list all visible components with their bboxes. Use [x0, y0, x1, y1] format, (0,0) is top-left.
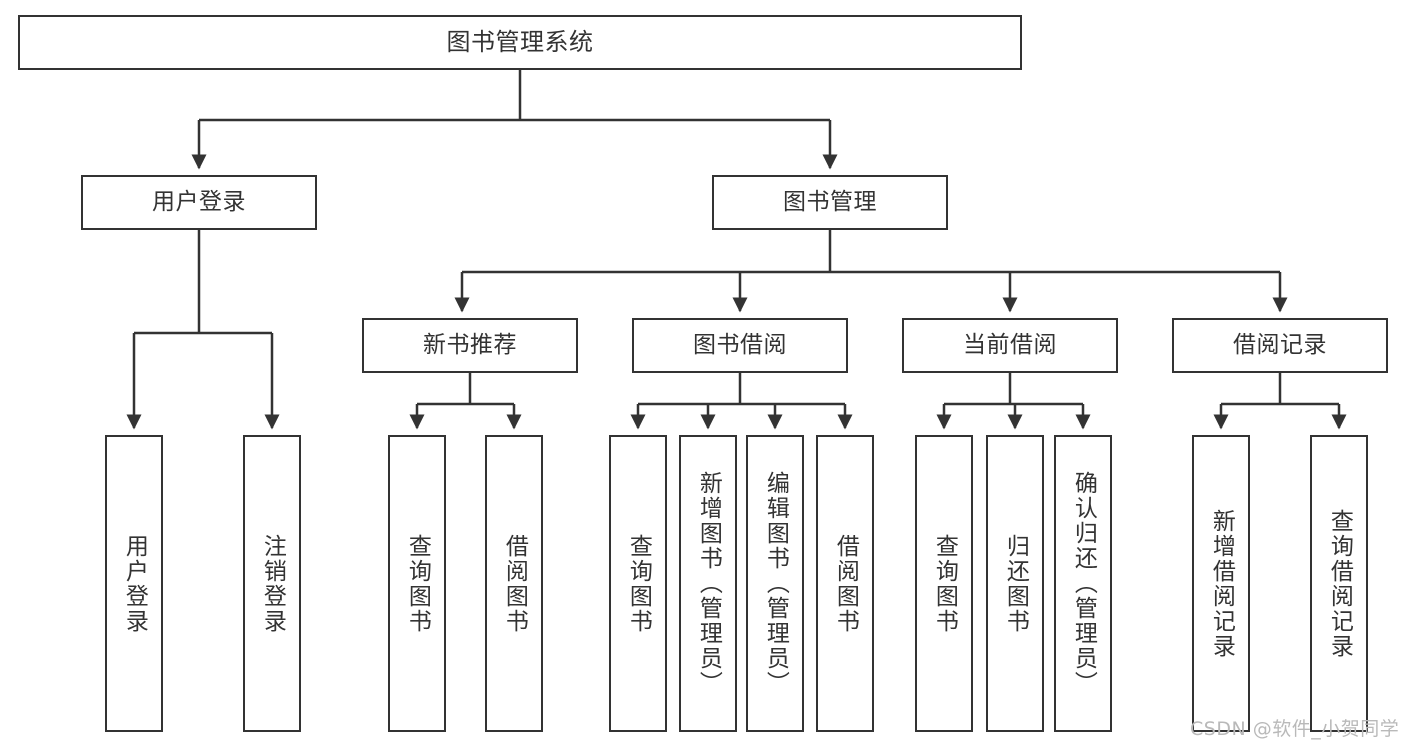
- node-leaf-query-books-recommend[interactable]: 查询图书: [388, 435, 446, 732]
- node-borrow-record[interactable]: 借阅记录: [1172, 318, 1388, 373]
- edge-bookmgmt-to-level2: [454, 230, 1288, 313]
- node-new-book-recommend[interactable]: 新书推荐: [362, 318, 578, 373]
- node-leaf-edit-book-admin-label: 编辑图书（管理员）: [762, 471, 789, 696]
- node-leaf-logout[interactable]: 注销登录: [243, 435, 301, 732]
- node-user-login[interactable]: 用户登录: [81, 175, 317, 230]
- edge-userlogin-to-leaves: [126, 230, 280, 430]
- edge-root-to-level1: [191, 70, 838, 170]
- node-leaf-query-books-current-label: 查询图书: [931, 533, 958, 634]
- node-current-borrow[interactable]: 当前借阅: [902, 318, 1118, 373]
- edge-currentborrow-to-leaves: [936, 373, 1091, 430]
- node-leaf-user-login-label: 用户登录: [121, 533, 148, 634]
- node-leaf-confirm-return-admin-label: 确认归还（管理员）: [1070, 471, 1097, 696]
- node-leaf-query-books-current[interactable]: 查询图书: [915, 435, 973, 732]
- node-leaf-add-borrow-record-label: 新增借阅记录: [1208, 508, 1235, 659]
- node-leaf-confirm-return-admin[interactable]: 确认归还（管理员）: [1054, 435, 1112, 732]
- node-user-login-label: 用户登录: [152, 189, 246, 216]
- node-leaf-query-borrow-record[interactable]: 查询借阅记录: [1310, 435, 1368, 732]
- node-book-management[interactable]: 图书管理: [712, 175, 948, 230]
- node-leaf-query-books-borrow[interactable]: 查询图书: [609, 435, 667, 732]
- node-leaf-borrow-books-borrow-label: 借阅图书: [832, 533, 859, 634]
- watermark: CSDN @软件_小贺同学: [1190, 718, 1400, 740]
- node-leaf-user-login[interactable]: 用户登录: [105, 435, 163, 732]
- node-leaf-query-books-recommend-label: 查询图书: [404, 533, 431, 634]
- node-current-borrow-label: 当前借阅: [963, 332, 1057, 359]
- node-leaf-return-books[interactable]: 归还图书: [986, 435, 1044, 732]
- node-book-management-label: 图书管理: [783, 189, 877, 216]
- node-root[interactable]: 图书管理系统: [18, 15, 1022, 70]
- edge-borrowrecord-to-leaves: [1213, 373, 1347, 430]
- node-leaf-query-books-borrow-label: 查询图书: [625, 533, 652, 634]
- edge-bookborrow-to-leaves: [630, 373, 853, 430]
- node-root-label: 图书管理系统: [446, 27, 594, 56]
- node-leaf-add-book-admin[interactable]: 新增图书（管理员）: [679, 435, 737, 732]
- node-leaf-add-book-admin-label: 新增图书（管理员）: [695, 471, 722, 696]
- edge-newbook-to-leaves: [409, 373, 522, 430]
- node-leaf-borrow-books-borrow[interactable]: 借阅图书: [816, 435, 874, 732]
- node-book-borrow[interactable]: 图书借阅: [632, 318, 848, 373]
- node-leaf-borrow-books-recommend[interactable]: 借阅图书: [485, 435, 543, 732]
- node-leaf-logout-label: 注销登录: [259, 533, 286, 634]
- node-new-book-recommend-label: 新书推荐: [423, 332, 517, 359]
- node-leaf-query-borrow-record-label: 查询借阅记录: [1326, 508, 1353, 659]
- node-borrow-record-label: 借阅记录: [1233, 332, 1327, 359]
- node-leaf-return-books-label: 归还图书: [1002, 533, 1029, 634]
- node-book-borrow-label: 图书借阅: [693, 332, 787, 359]
- node-leaf-add-borrow-record[interactable]: 新增借阅记录: [1192, 435, 1250, 732]
- node-leaf-borrow-books-recommend-label: 借阅图书: [501, 533, 528, 634]
- node-leaf-edit-book-admin[interactable]: 编辑图书（管理员）: [746, 435, 804, 732]
